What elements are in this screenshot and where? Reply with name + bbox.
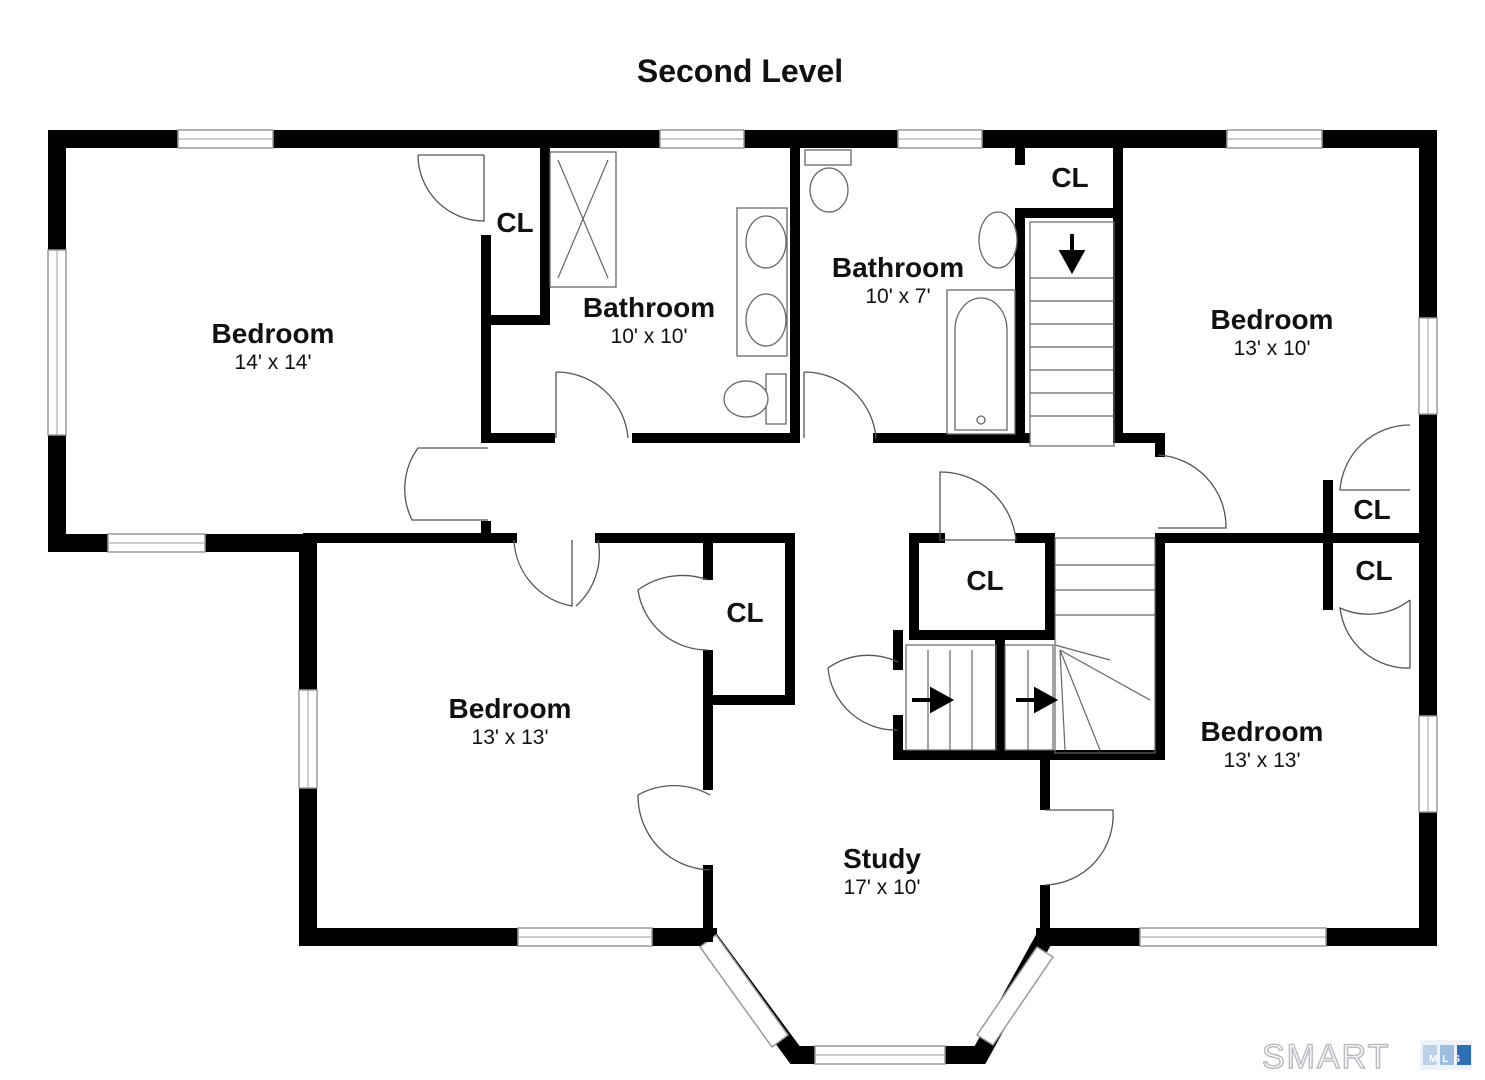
- room-dims-study: 17' x 10': [844, 876, 921, 899]
- interior-walls: [303, 143, 1433, 942]
- closet-label: CL: [966, 565, 1003, 596]
- room-dims-bedroom-se: 13' x 13': [1224, 749, 1301, 772]
- room-name-bedroom-se: Bedroom: [1201, 716, 1324, 747]
- room-name-bathroom-main: Bathroom: [583, 292, 715, 323]
- room-labels: Bedroom 14' x 14' Bathroom 10' x 10' Bat…: [212, 252, 1334, 899]
- closet-label: CL: [1051, 162, 1088, 193]
- stairs: [905, 221, 1156, 754]
- doors: [404, 154, 1411, 886]
- room-dims-bathroom-hall: 10' x 7': [865, 285, 930, 308]
- arrow-down-icon: [1058, 234, 1086, 275]
- smart-mls-logo: SMART MLS: [1261, 1037, 1472, 1077]
- room-name-bedroom-sw: Bedroom: [449, 693, 572, 724]
- closet-label: CL: [1353, 494, 1390, 525]
- fixtures: [549, 149, 1018, 435]
- room-dims-bathroom-main: 10' x 10': [611, 325, 688, 348]
- closet-label: CL: [496, 207, 533, 238]
- closet-label: CL: [1355, 555, 1392, 586]
- room-name-bathroom-hall: Bathroom: [832, 252, 964, 283]
- closet-label: CL: [726, 597, 763, 628]
- closet-labels: CL CL CL CL CL CL: [496, 162, 1392, 628]
- room-dims-bedroom-ne: 13' x 10': [1234, 337, 1311, 360]
- room-name-bedroom-nw: Bedroom: [212, 318, 335, 349]
- room-dims-bedroom-nw: 14' x 14': [235, 351, 312, 374]
- plan-title: Second Level: [637, 53, 843, 89]
- arrow-right-icon: [1016, 686, 1059, 714]
- windows: [47, 129, 1438, 1065]
- logo-text: SMART: [1262, 1038, 1390, 1076]
- room-name-study: Study: [843, 843, 921, 874]
- logo-badge-text: MLS: [1429, 1054, 1465, 1065]
- arrow-right-icon: [912, 686, 955, 714]
- room-dims-bedroom-sw: 13' x 13': [472, 726, 549, 749]
- room-name-bedroom-ne: Bedroom: [1211, 304, 1334, 335]
